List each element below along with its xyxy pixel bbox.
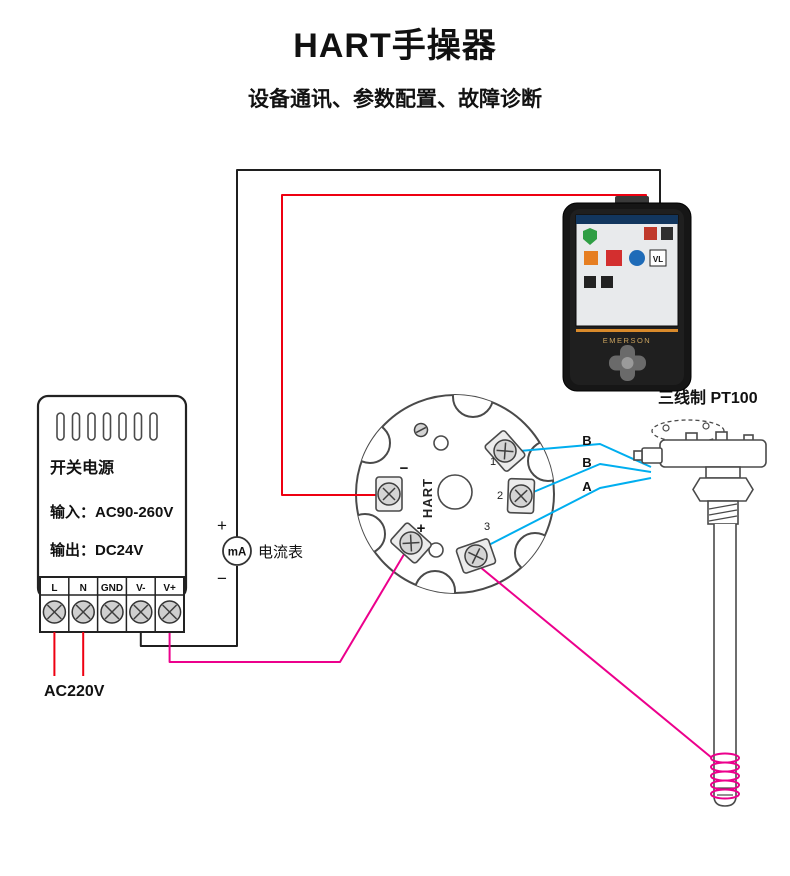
- meter-minus-label: −: [217, 569, 227, 588]
- current-meter: mA + − 电流表: [217, 516, 303, 588]
- mains-voltage-label: AC220V: [44, 683, 105, 700]
- neck: [705, 466, 741, 479]
- cyan-rtd-wire-b2: [523, 463, 652, 497]
- pink-sensor-wire: [473, 561, 713, 759]
- orange-app-icon: [584, 251, 598, 265]
- valvelink-app-icon: [649, 249, 667, 267]
- black-app-icon: [584, 276, 596, 288]
- terminal-minus: [375, 476, 403, 512]
- terminal-3: [455, 538, 497, 574]
- terminal-label-vminus: V-: [136, 583, 145, 594]
- status-bar: [576, 215, 678, 224]
- terminal-label-vplus: V+: [163, 583, 176, 594]
- terminal-number-1: 1: [490, 456, 496, 468]
- black-app-icon-2: [601, 276, 613, 288]
- hart-communicator: VL EMERSON: [562, 196, 692, 392]
- transmitter-minus-label: −: [400, 460, 409, 477]
- transmitter-brand: HART: [420, 478, 435, 518]
- hex-nut: [692, 477, 754, 502]
- terminal-screws: [42, 600, 182, 624]
- power-supply-input: 输入：AC90-260V: [50, 503, 173, 521]
- terminal-label-l: L: [51, 583, 57, 594]
- security-shield-icon: [583, 228, 597, 245]
- help-app-icon: [629, 250, 645, 266]
- cable-gland-tip: [633, 450, 643, 461]
- cap-outline: [651, 419, 725, 443]
- terminal-1: [484, 430, 526, 472]
- pink-supply-wire: [168, 550, 407, 663]
- terminal-number-3: 3: [484, 521, 490, 533]
- terminal-label-n: N: [80, 583, 87, 594]
- dark-app-icon: [661, 227, 673, 240]
- mount-hole-top: [433, 435, 449, 451]
- black-loop-wire: [139, 169, 661, 647]
- power-supply: 开关电源 输入：AC90-260V 输出：DC24V L N GND V- V+: [36, 394, 188, 700]
- transmitter-terminals: HART − + 1 2 3: [375, 422, 536, 574]
- meter-plus-label: +: [217, 516, 227, 535]
- ground-screw-icon: [413, 422, 429, 438]
- page-subtitle: 设备通讯、参数配置、故障诊断: [248, 87, 542, 111]
- terminal-number-2: 2: [497, 490, 503, 502]
- probe: [713, 524, 737, 807]
- terminal-head: [659, 439, 767, 468]
- meter-caption: 电流表: [258, 544, 303, 561]
- vent-slots: [56, 412, 158, 441]
- meter-unit: mA: [228, 547, 247, 559]
- accent-stripe: [576, 329, 678, 332]
- terminal-label-gnd: GND: [101, 583, 123, 594]
- page-title: HART手操器: [293, 27, 496, 65]
- sensor-type-label: 三线制 PT100: [658, 388, 758, 407]
- terminal-2: [506, 477, 536, 515]
- sensor-wire-label-a: A: [582, 479, 592, 494]
- cyan-rtd-wire-a: [480, 477, 652, 550]
- terminal-plus: [390, 522, 432, 564]
- valvelink-badge-label: VL: [653, 255, 663, 264]
- transmitter-plus-label: +: [417, 520, 426, 537]
- mount-hole-bottom: [428, 542, 444, 558]
- sensor-wire-label-b2: B: [582, 455, 591, 470]
- cable-gland: [641, 447, 663, 464]
- pt100-sensor: 三线制 PT100 B B A: [582, 388, 767, 807]
- sensor-wire-label-b1: B: [582, 433, 591, 448]
- sensor-coil: [710, 752, 740, 800]
- terminal-strip: L N GND V- V+: [39, 576, 185, 633]
- center-hole: [437, 474, 473, 510]
- power-supply-output: 输出：DC24V: [50, 541, 143, 559]
- brand-label: EMERSON: [603, 336, 651, 345]
- dpad-buttons: [609, 345, 646, 381]
- mains-wires: [53, 632, 85, 676]
- red-app-icon: [644, 227, 657, 240]
- pdf-app-icon: [606, 250, 622, 266]
- power-supply-name: 开关电源: [50, 458, 114, 477]
